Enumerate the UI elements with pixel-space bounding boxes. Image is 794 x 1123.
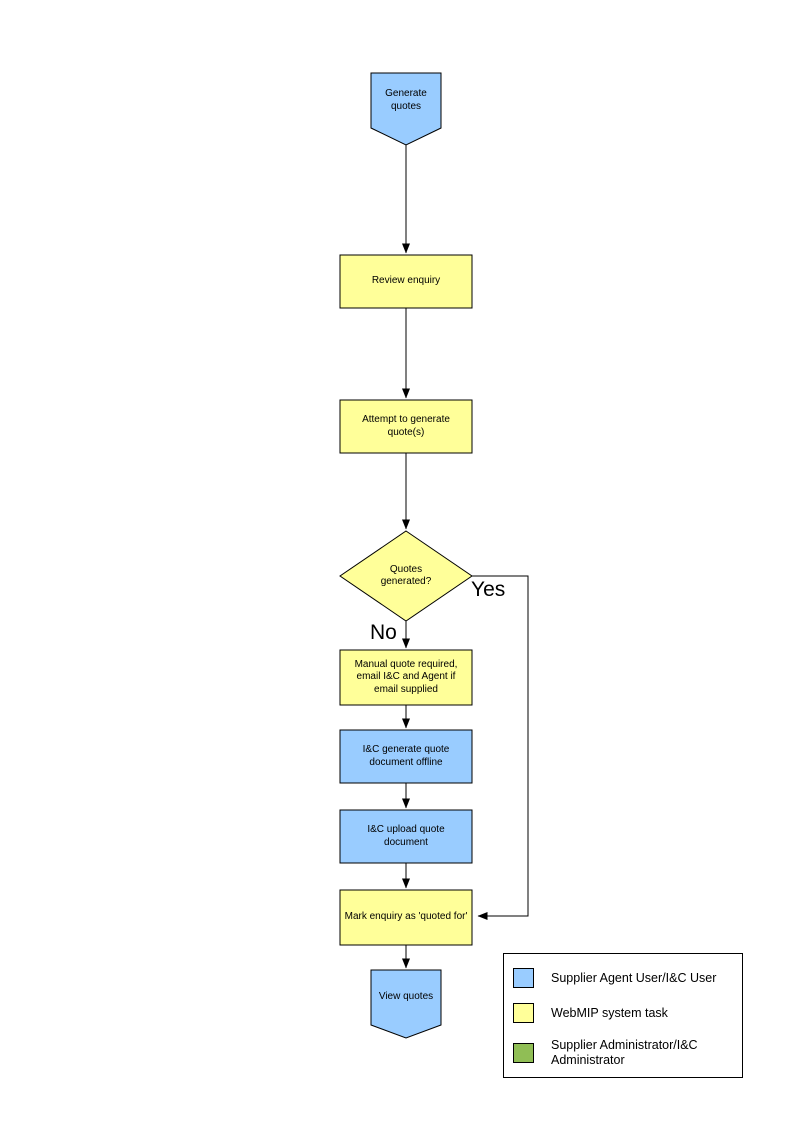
arrow-decision-yes-to-mark bbox=[472, 575, 529, 920]
green-swatch bbox=[513, 1043, 534, 1063]
legend-item-label: Supplier Agent User/I&C User bbox=[551, 970, 717, 985]
legend-item-webmip-task: WebMIP system task bbox=[513, 1003, 737, 1023]
no-branch-label: No bbox=[370, 621, 397, 644]
attempt-generate-shape bbox=[339, 399, 473, 454]
start-terminator-shape bbox=[370, 72, 442, 146]
legend-item-label: Supplier Administrator/I&C Administrator bbox=[551, 1038, 698, 1067]
upload-document-shape bbox=[339, 809, 473, 864]
end-terminator-shape bbox=[370, 969, 442, 1039]
legend-item-label: WebMIP system task bbox=[551, 1005, 668, 1020]
yes-branch-label: Yes bbox=[471, 578, 506, 601]
generate-offline-shape bbox=[339, 729, 473, 784]
legend-item-supplier-administrator: Supplier Administrator/I&C Administrator bbox=[513, 1038, 737, 1068]
mark-quoted-shape bbox=[339, 889, 473, 946]
legend-item-supplier-agent: Supplier Agent User/I&C User bbox=[513, 968, 737, 988]
blue-swatch bbox=[513, 968, 534, 988]
quotes-generated-decision-shape bbox=[339, 530, 473, 622]
yellow-swatch bbox=[513, 1003, 534, 1023]
manual-quote-shape bbox=[339, 649, 473, 706]
review-enquiry-shape bbox=[339, 254, 473, 309]
legend-box: Supplier Agent User/I&C User WebMIP syst… bbox=[503, 953, 743, 1078]
